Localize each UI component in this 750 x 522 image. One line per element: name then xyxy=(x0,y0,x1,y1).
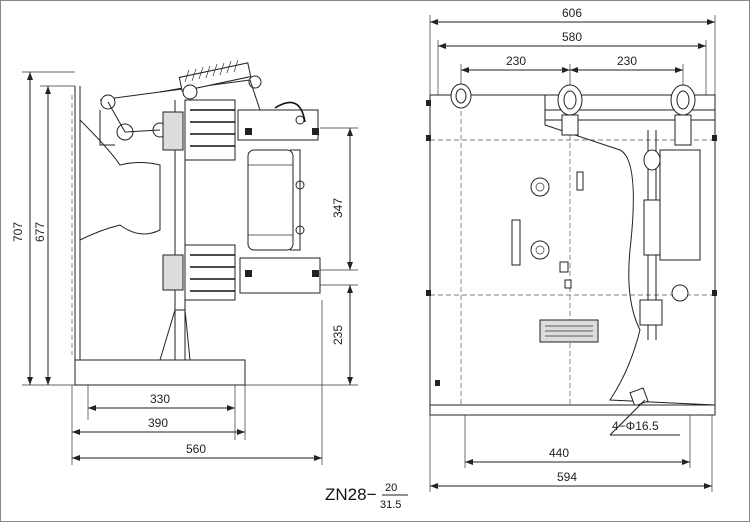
lower-insulator xyxy=(162,244,236,301)
dim-330: 330 xyxy=(150,392,170,406)
bushing-right xyxy=(670,84,696,146)
dim-594: 594 xyxy=(557,470,577,484)
model-prefix: ZN28− xyxy=(325,485,377,504)
model-label: ZN28− 20 31.5 xyxy=(325,482,408,511)
dim-677: 677 xyxy=(33,222,47,242)
dim-440: 440 xyxy=(549,446,569,460)
nameplate xyxy=(539,319,599,343)
vacuum-interrupter xyxy=(237,101,321,294)
model-upper: 20 xyxy=(385,482,397,494)
dim-347: 347 xyxy=(331,198,345,218)
spring-insulator xyxy=(178,59,252,92)
side-view: 707 677 xyxy=(11,59,358,465)
front-view: 606 580 230 230 xyxy=(426,6,717,492)
bushing-center xyxy=(557,84,583,136)
bushing-left xyxy=(450,83,472,109)
dim-390: 390 xyxy=(148,416,168,430)
dim-606: 606 xyxy=(562,6,582,20)
model-lower: 31.5 xyxy=(380,499,401,511)
dim-560: 560 xyxy=(186,442,206,456)
dim-230-left: 230 xyxy=(506,54,526,68)
dim-230-right: 230 xyxy=(617,54,637,68)
dim-707: 707 xyxy=(11,222,25,242)
dim-580: 580 xyxy=(562,30,582,44)
dim-holes: 4−Φ16.5 xyxy=(612,419,659,433)
upper-insulator xyxy=(162,99,236,161)
dim-235: 235 xyxy=(331,325,345,345)
